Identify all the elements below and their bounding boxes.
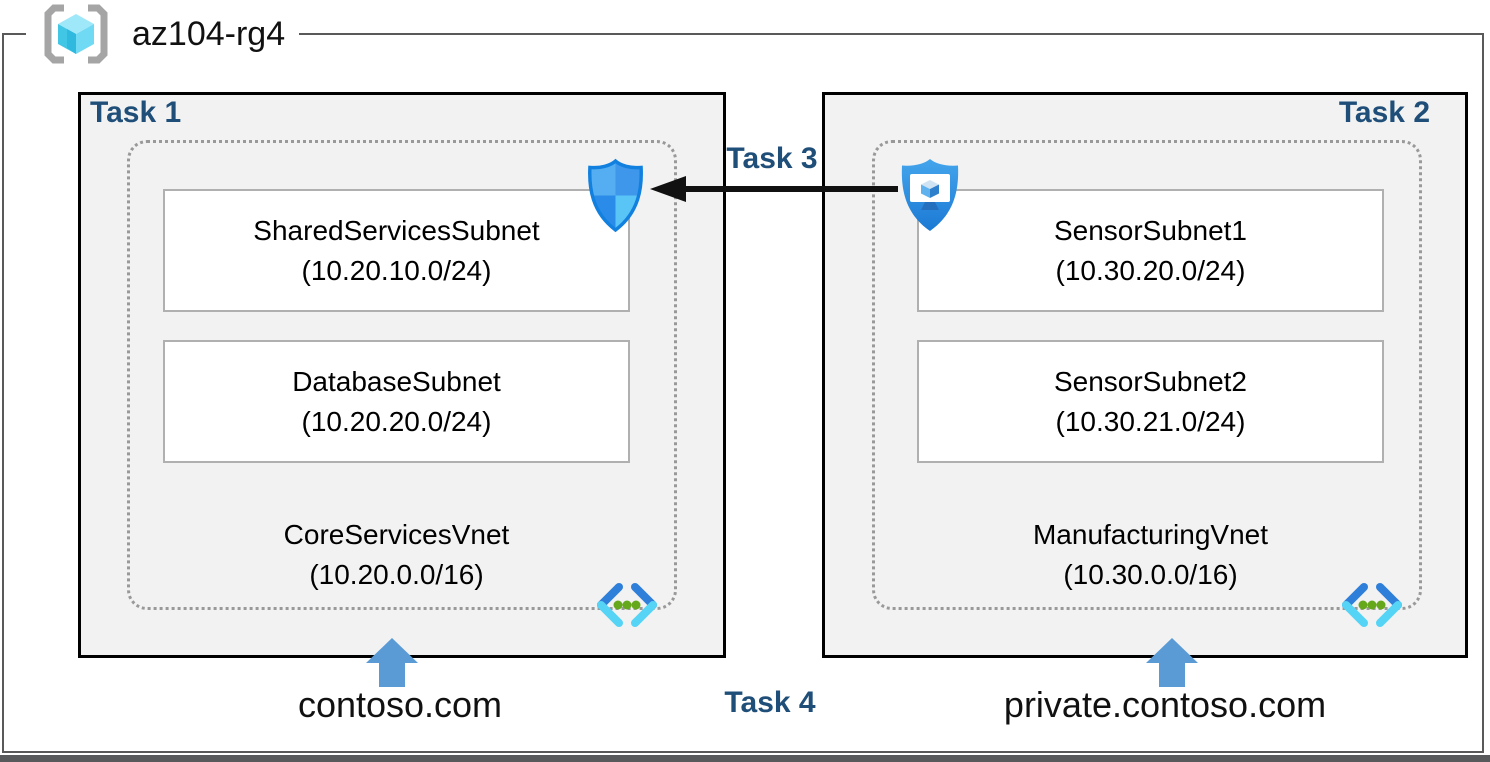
virtual-network-icon	[597, 583, 657, 627]
subnet-name: SensorSubnet1	[1053, 214, 1248, 246]
core-services-vnet-label: CoreServicesVnet (10.20.0.0/16)	[163, 515, 630, 595]
task4-label: Task 4	[724, 686, 816, 719]
subnet-cidr: (10.30.20.0/24)	[1055, 254, 1246, 286]
subnet-cidr: (10.20.10.0/24)	[301, 254, 492, 286]
sensor-subnet2-box: SensorSubnet2 (10.30.21.0/24)	[917, 340, 1384, 463]
manufacturing-vnet-boundary	[872, 140, 1422, 610]
sensor-subnet1-box: SensorSubnet1 (10.30.20.0/24)	[917, 189, 1384, 312]
resource-group-legend: az104-rg4	[26, 2, 300, 66]
core-services-vnet-boundary	[127, 140, 677, 610]
task3-arrow-line	[684, 186, 898, 192]
vnet-cidr: (10.30.0.0/16)	[1063, 559, 1238, 590]
up-arrow-head	[366, 638, 418, 663]
task1-label: Task 1	[90, 96, 182, 129]
up-arrow-shaft	[379, 662, 405, 687]
task3-arrowhead	[650, 176, 686, 202]
database-subnet-box: DatabaseSubnet (10.20.20.0/24)	[163, 340, 630, 463]
task2-label: Task 2	[1338, 96, 1430, 129]
resource-group-name: az104-rg4	[132, 14, 286, 53]
subnet-name: SensorSubnet2	[1053, 365, 1248, 397]
network-security-group-shield-icon	[588, 158, 643, 233]
private-contoso-domain-label: private.contoso.com	[1003, 684, 1327, 725]
virtual-network-icon	[1342, 583, 1402, 627]
up-arrow-head	[1146, 638, 1198, 663]
subnet-cidr: (10.30.21.0/24)	[1055, 405, 1246, 437]
shared-services-subnet-box: SharedServicesSubnet (10.20.10.0/24)	[163, 189, 630, 312]
vnet-name: ManufacturingVnet	[1032, 519, 1269, 550]
resource-group-boundary	[2, 33, 1484, 753]
resource-group-icon	[44, 4, 108, 64]
vnet-cidr: (10.20.0.0/16)	[309, 559, 484, 590]
bastion-shield-monitor-icon	[901, 159, 959, 231]
contoso-domain-label: contoso.com	[297, 684, 503, 725]
task3-label: Task 3	[726, 142, 818, 175]
subnet-name: DatabaseSubnet	[292, 365, 501, 397]
manufacturing-vnet-label: ManufacturingVnet (10.30.0.0/16)	[917, 515, 1384, 595]
vnet-name: CoreServicesVnet	[283, 519, 510, 550]
subnet-name: SharedServicesSubnet	[253, 214, 540, 246]
subnet-cidr: (10.20.20.0/24)	[301, 405, 492, 437]
up-arrow-shaft	[1159, 662, 1185, 687]
frame-bottom-bar	[0, 755, 1490, 762]
